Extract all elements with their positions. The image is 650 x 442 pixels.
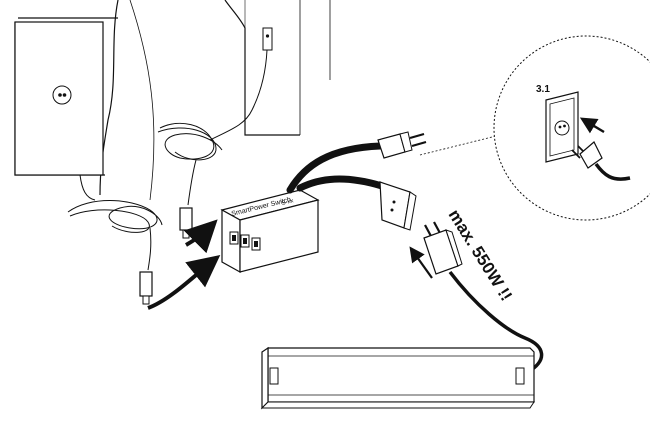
sensor-connector-lower xyxy=(139,271,153,305)
light-fixture xyxy=(260,346,535,410)
mains-cables xyxy=(286,142,386,194)
device-model-label: S-xx xyxy=(281,198,294,207)
sensor-cable-coil-upper xyxy=(157,122,223,206)
touch-sensor-icon xyxy=(262,27,273,51)
euro-plug-icon xyxy=(377,131,427,159)
sensor-port-3[interactable] xyxy=(251,237,261,251)
socket-insert-arrow xyxy=(579,117,605,134)
insert-arrow-upper xyxy=(183,219,218,254)
top-sensor xyxy=(209,27,273,141)
lamp-cable xyxy=(448,270,544,374)
sensor-port-2[interactable] xyxy=(240,234,250,248)
touch-sensor-icon xyxy=(52,85,72,105)
output-socket xyxy=(379,181,417,231)
zoom-detail: 3.1 xyxy=(493,35,650,221)
sensor-port-1[interactable] xyxy=(229,231,239,245)
sensor-panel xyxy=(14,21,104,176)
zoom-leader-line xyxy=(419,124,541,156)
step-label: 3.1 xyxy=(536,84,550,95)
sensor-connector-upper xyxy=(179,207,193,239)
switch-box: SmartPower Switch S-xx xyxy=(220,189,320,274)
wall-socket-icon xyxy=(545,91,579,163)
lamp-plug xyxy=(423,221,463,275)
plug-insert-arrow xyxy=(409,246,433,279)
sensor-cable-coil-lower xyxy=(67,174,163,271)
euro-plug-icon xyxy=(571,141,603,169)
insert-arrow-lower xyxy=(147,255,221,310)
